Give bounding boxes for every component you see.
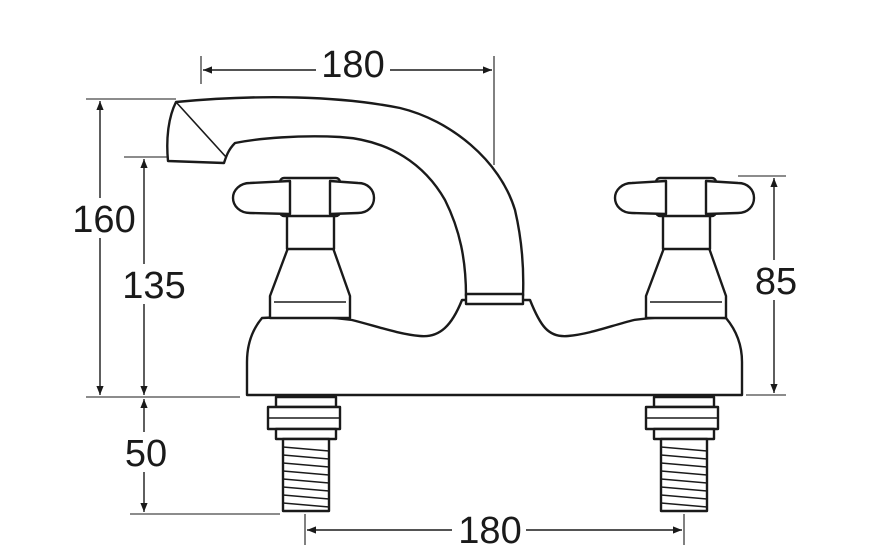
left-threaded-tail	[266, 395, 342, 513]
label-tail-length: 50	[125, 433, 167, 475]
tap-base-body	[245, 298, 744, 397]
left-cross-handle	[231, 176, 376, 320]
label-spout-height: 135	[122, 265, 185, 307]
right-cross-handle	[613, 176, 756, 320]
dimension-labels: 180 160 135 85 50 180	[68, 44, 802, 552]
right-threaded-tail	[644, 395, 720, 513]
extension-lines	[86, 56, 786, 545]
label-spout-reach: 180	[321, 44, 384, 86]
label-tap-centres: 180	[458, 510, 521, 552]
swivel-spout	[166, 96, 525, 306]
label-overall-height: 160	[72, 199, 135, 241]
label-handle-height: 85	[755, 261, 797, 303]
